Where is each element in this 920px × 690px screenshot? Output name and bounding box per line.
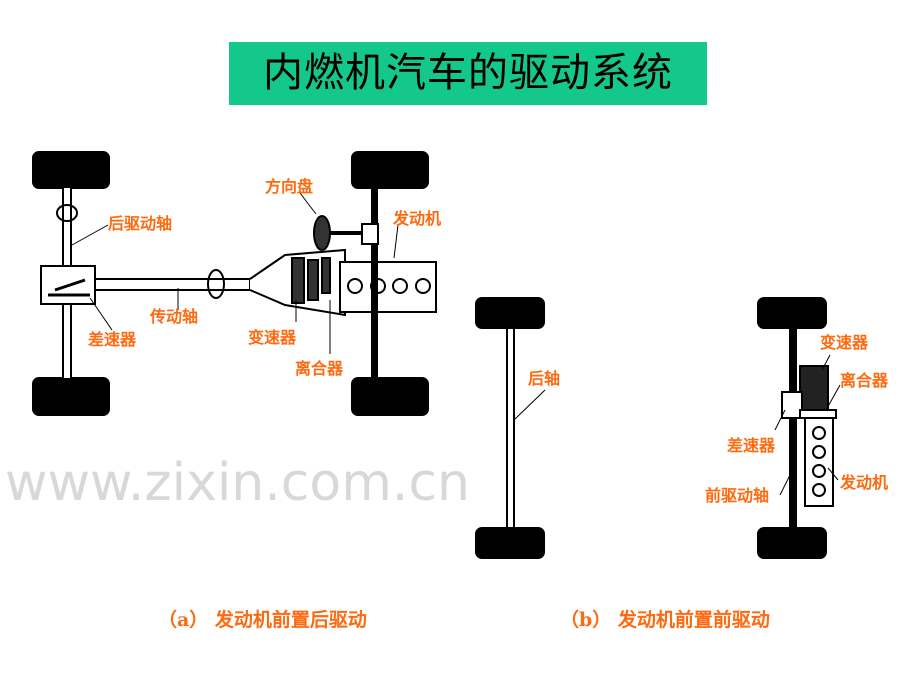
label-transmission: 变速器 — [820, 333, 869, 352]
watermark: www.zixin.com.cn — [5, 453, 470, 513]
rotation-arrow — [56, 204, 78, 222]
steering-box — [361, 223, 379, 245]
slide-title: 内燃机汽车的驱动系统 — [229, 42, 707, 105]
gear — [291, 257, 305, 304]
engine-block — [339, 261, 437, 313]
front-drive-axle — [789, 327, 797, 529]
label-differential: 差速器 — [727, 436, 776, 455]
differential — [781, 391, 803, 419]
caption-b: （b） 发动机前置前驱动 — [560, 609, 770, 631]
diagram-front-engine-rear-drive — [32, 151, 437, 416]
label-drive-shaft: 传动轴 — [149, 307, 198, 326]
drive-shaft — [94, 278, 251, 291]
label-rear-drive-axle: 后驱动轴 — [108, 214, 172, 233]
transmission — [799, 365, 829, 411]
differential-gears — [48, 278, 90, 297]
front-right-wheel — [757, 527, 827, 559]
label-engine: 发动机 — [392, 209, 441, 228]
diagram-front-engine-front-drive — [757, 297, 841, 559]
front-left-wheel — [757, 297, 827, 329]
label-rear-axle: 后轴 — [528, 369, 560, 388]
front-left-wheel — [351, 151, 429, 189]
caption-a: （a） 发动机前置后驱动 — [158, 609, 367, 631]
rear-right-wheel — [475, 527, 545, 559]
label-clutch: 离合器 — [295, 359, 344, 378]
diagram-rear-axle — [475, 297, 546, 559]
rear-right-wheel — [32, 377, 110, 416]
rotation-arrow — [207, 269, 225, 299]
label-front-drive-axle: 前驱动轴 — [705, 486, 769, 505]
front-axle — [371, 186, 378, 380]
label-transmission: 变速器 — [248, 328, 297, 347]
rear-left-wheel — [475, 297, 545, 329]
clutch-plate — [321, 257, 331, 294]
label-clutch: 离合器 — [840, 371, 889, 390]
rear-axle — [506, 327, 515, 529]
label-engine: 发动机 — [839, 473, 888, 492]
gear — [307, 259, 319, 301]
rear-left-wheel — [32, 151, 110, 189]
front-right-wheel — [351, 377, 429, 416]
label-steering-wheel: 方向盘 — [265, 177, 313, 196]
label-differential: 差速器 — [88, 330, 137, 349]
steering-wheel — [313, 215, 331, 251]
